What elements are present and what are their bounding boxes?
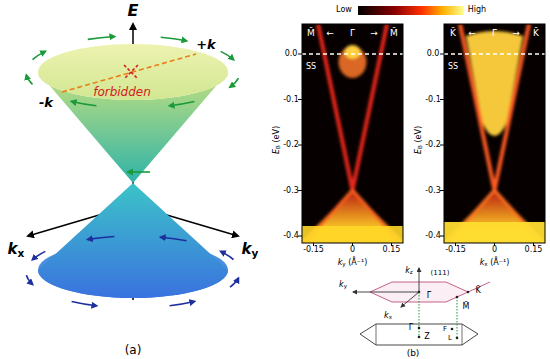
point-label: K̄: [533, 29, 539, 38]
tick-label: -0.4: [283, 232, 299, 240]
tick-label: -0.1: [283, 96, 299, 104]
point-label: M̄: [390, 29, 398, 38]
tick-label: -0.15: [303, 246, 324, 254]
tick-label: 0.15: [383, 246, 401, 254]
axis-label: kx (Å⁻¹): [480, 259, 510, 267]
point-label: K̄: [450, 29, 456, 38]
axis-label: E: [128, 3, 139, 19]
axis-label: kx: [8, 242, 25, 257]
axis-label: EB (eV): [415, 126, 423, 154]
panel-label: (b): [407, 349, 420, 358]
tick-label: 0.0: [427, 50, 440, 58]
tick-label: 0.0: [285, 50, 298, 58]
colorbar-label: Low: [336, 6, 352, 14]
tick-label: -0.15: [445, 246, 466, 254]
point-label: L: [448, 335, 452, 342]
direction-arrow: →: [512, 29, 520, 38]
tick-label: -0.2: [283, 141, 299, 149]
direction-arrow: ←: [326, 29, 334, 38]
axis-label: EB (eV): [273, 126, 281, 154]
point-label: Γ̄: [350, 29, 355, 38]
state-label: SS: [306, 63, 316, 71]
tick-label: -0.3: [283, 187, 299, 195]
tick-label: 0.15: [525, 246, 543, 254]
tick-label: -0.1: [425, 96, 441, 104]
panel-label: (a): [125, 344, 142, 356]
point-label: M̄: [307, 29, 315, 38]
direction-arrow: →: [370, 29, 378, 38]
point-label: Γ̄: [492, 29, 497, 38]
point-label: M̄: [463, 303, 470, 311]
direction-arrow: ←: [468, 29, 476, 38]
axis-label: ky (Å⁻¹): [338, 259, 368, 267]
axis-label: ky: [242, 242, 259, 257]
tick-label: -0.3: [425, 187, 441, 195]
tick-label: -0.2: [425, 141, 441, 149]
momentum-label: +k: [196, 38, 216, 51]
tick-label: 0: [350, 246, 355, 254]
point-label: Γ: [409, 324, 413, 332]
tick-label: 0: [492, 246, 497, 254]
point-label: F: [443, 326, 447, 333]
axis-label: kz: [405, 267, 413, 275]
direction-label: (111): [431, 270, 450, 277]
tick-label: -0.4: [425, 232, 441, 240]
point-label: K̄: [475, 287, 480, 295]
colorbar-label: High: [468, 6, 486, 14]
point-label: Z: [424, 333, 429, 341]
forbidden-label: forbidden: [93, 86, 151, 98]
momentum-label: -k: [39, 96, 53, 109]
state-label: SS: [448, 63, 458, 71]
point-label: Γ̄: [427, 292, 431, 300]
axis-label: ky: [339, 281, 347, 289]
axis-label: kx: [384, 312, 392, 320]
